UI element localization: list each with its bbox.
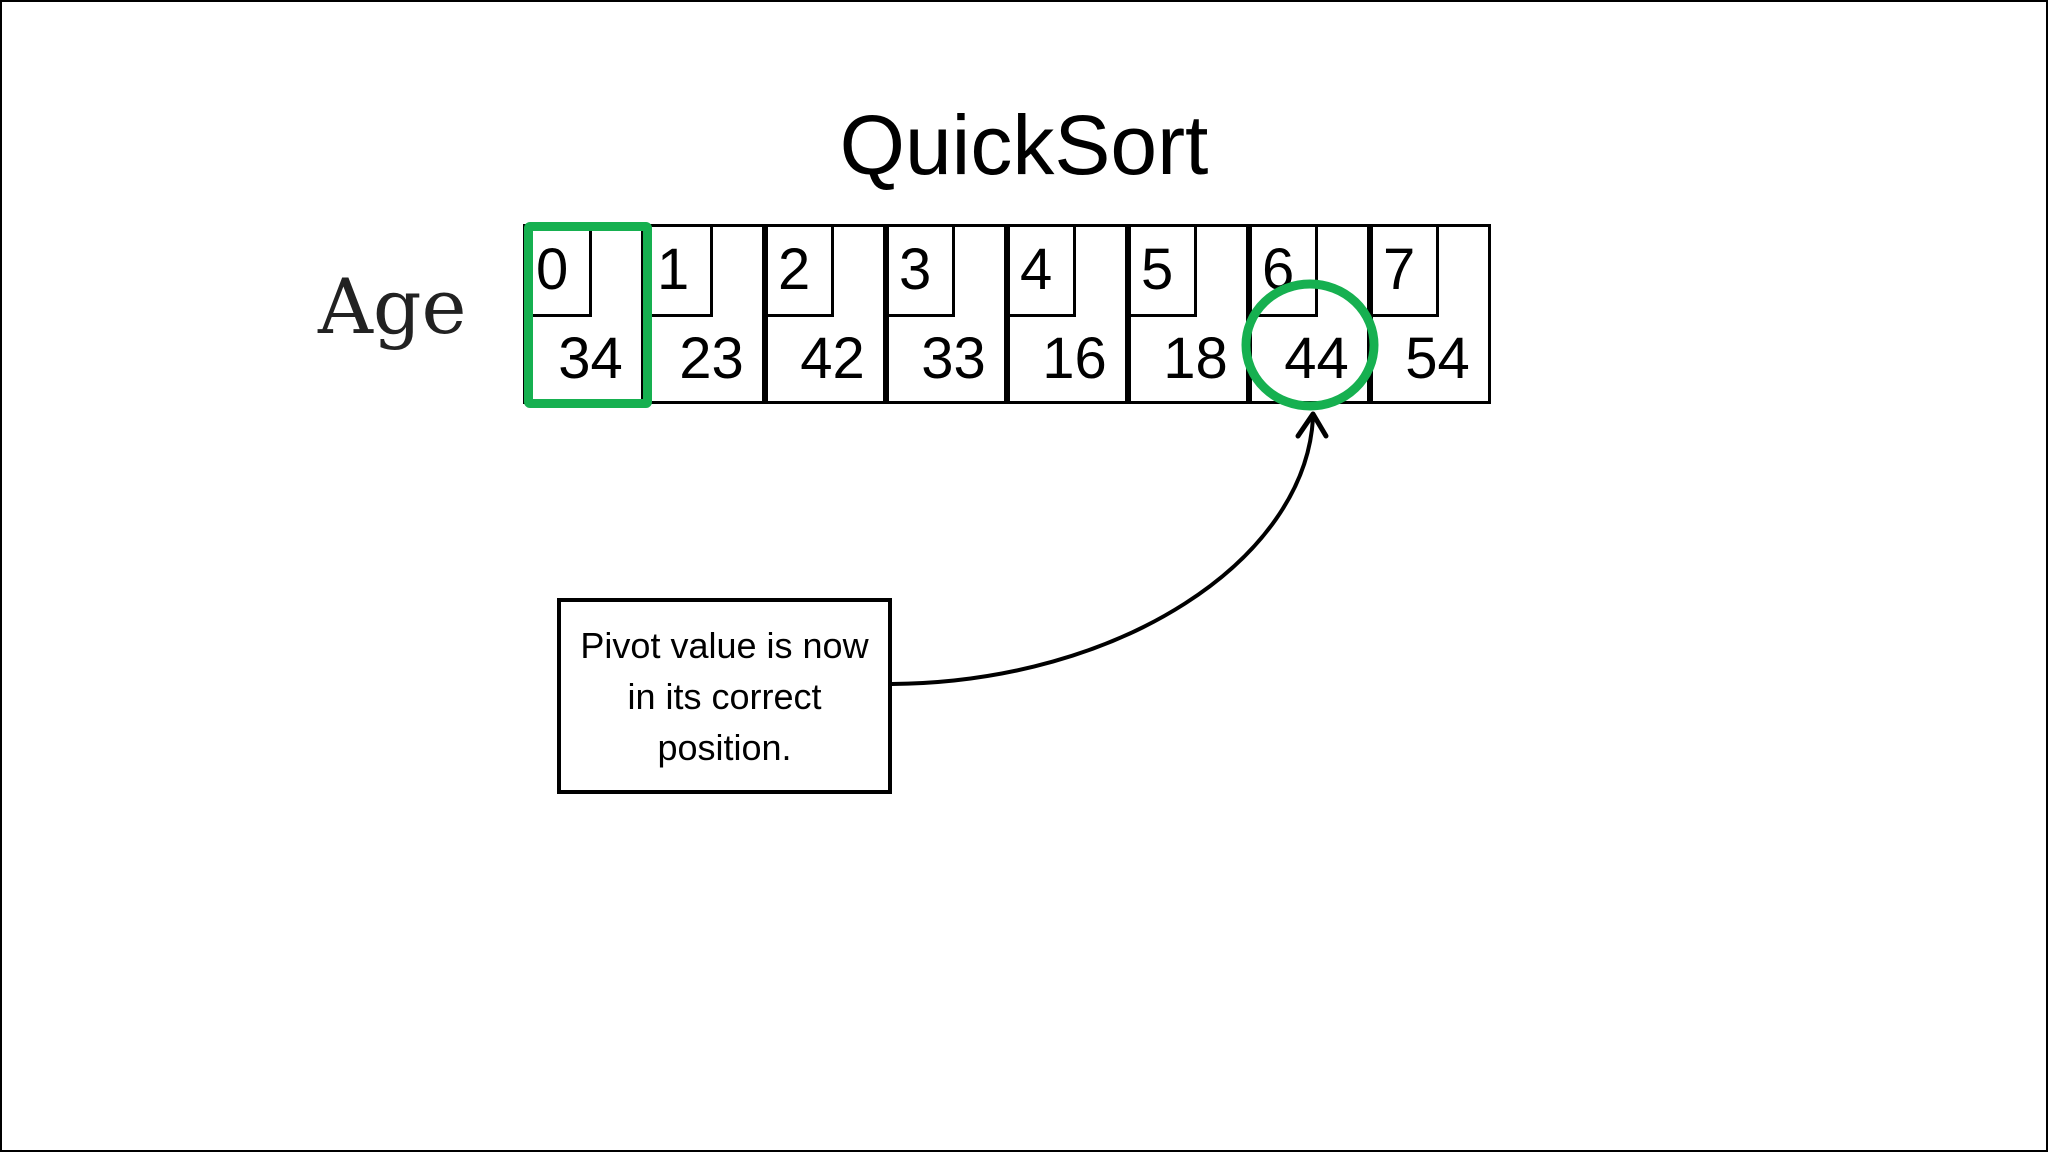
array-index: 4 <box>1020 237 1053 302</box>
callout-box: Pivot value is now in its correct positi… <box>557 598 892 794</box>
array-index: 1 <box>657 237 690 302</box>
array-index: 3 <box>899 237 932 302</box>
index-box: 1 <box>647 227 713 317</box>
index-box: 4 <box>1010 227 1076 317</box>
array-value: 16 <box>1042 326 1107 391</box>
array-value: 18 <box>1163 326 1228 391</box>
array-value: 44 <box>1284 326 1349 391</box>
index-box: 5 <box>1131 227 1197 317</box>
index-box: 3 <box>889 227 955 317</box>
index-box: 0 <box>526 227 592 317</box>
array-index: 7 <box>1383 237 1416 302</box>
array-value: 54 <box>1405 326 1470 391</box>
array-value: 23 <box>679 326 744 391</box>
array-value: 42 <box>800 326 865 391</box>
callout-text: Pivot value is now in its correct positi… <box>580 624 869 768</box>
array-value: 33 <box>921 326 986 391</box>
index-box: 6 <box>1252 227 1318 317</box>
index-box: 7 <box>1373 227 1439 317</box>
array-index: 0 <box>536 237 569 302</box>
array-value: 34 <box>558 326 623 391</box>
index-box: 2 <box>768 227 834 317</box>
slide-title: QuickSort <box>839 98 1209 192</box>
pivot-highlight-box <box>524 222 652 408</box>
array-row-label: Age <box>318 262 467 351</box>
array-index: 5 <box>1141 237 1174 302</box>
array-index: 2 <box>778 237 811 302</box>
array-index: 6 <box>1262 237 1295 302</box>
